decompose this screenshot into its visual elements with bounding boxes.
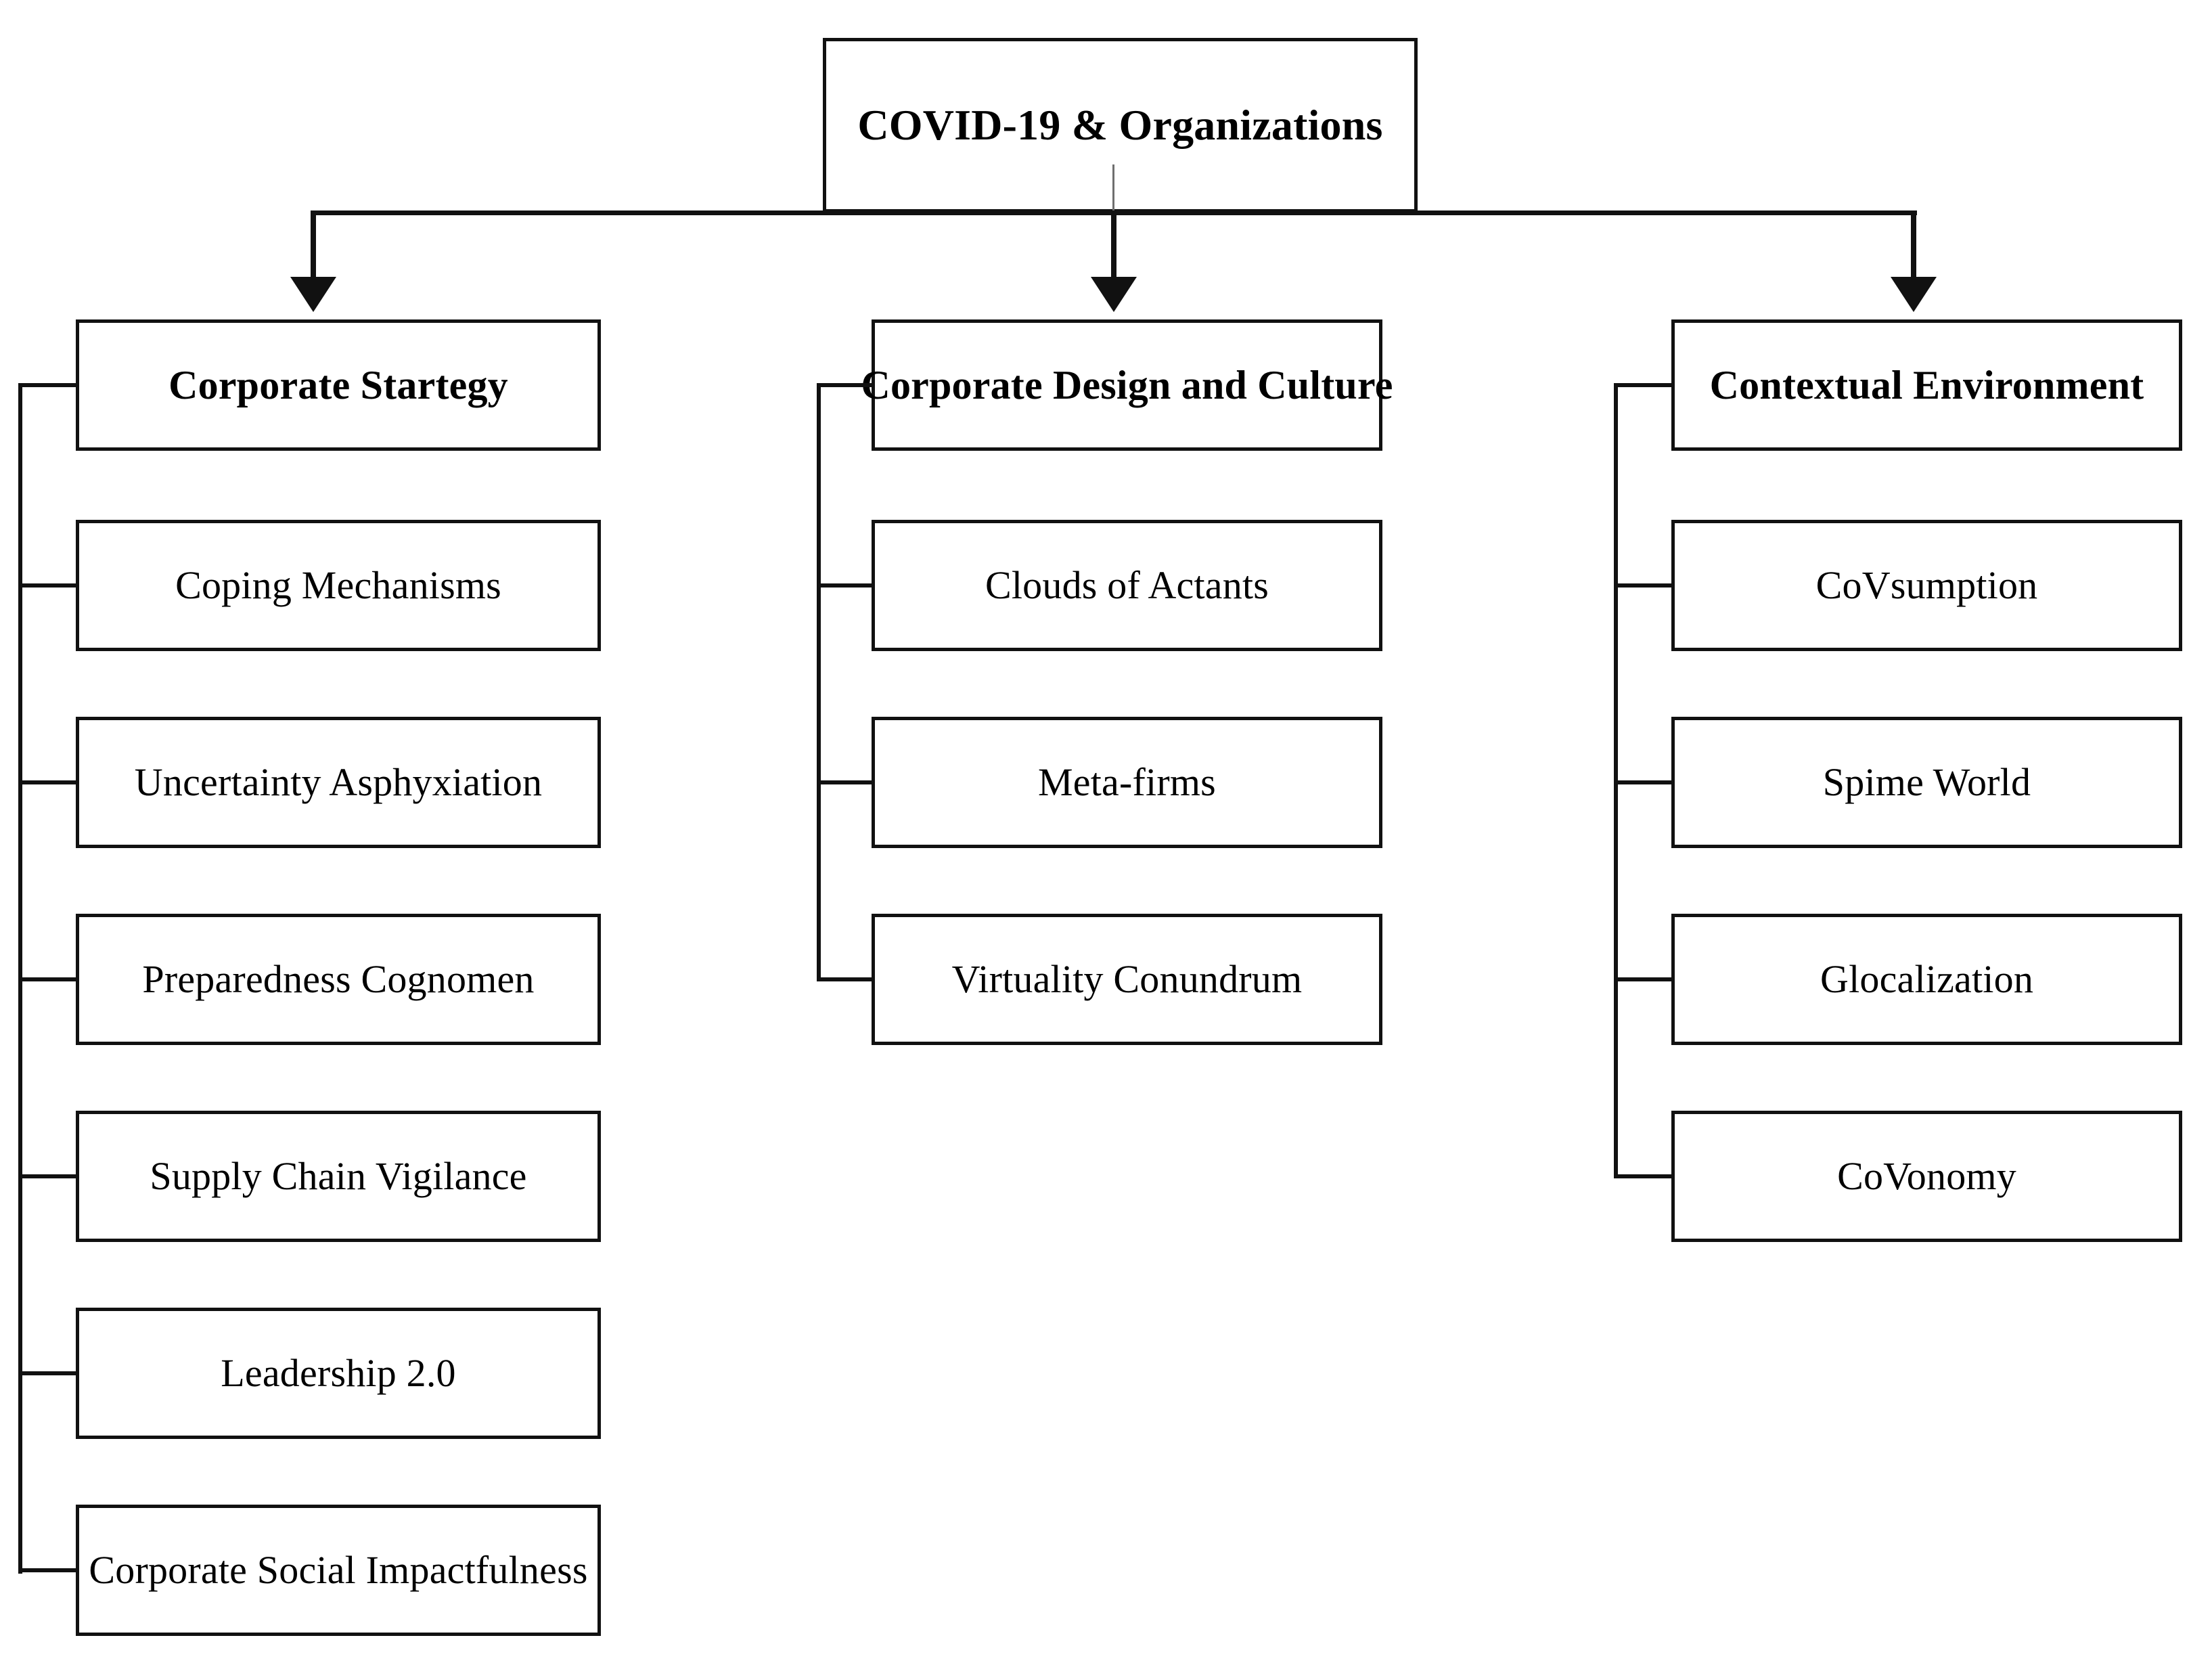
branch-stub-1-6 — [18, 1568, 78, 1572]
branch-stub-2-2 — [817, 780, 874, 784]
branch-spine-2 — [817, 385, 821, 981]
leaf-node-label: Meta-firms — [1038, 759, 1216, 804]
leaf-node-label: Virtuality Conundrum — [951, 956, 1303, 1001]
leaf-node-label: Clouds of Actants — [985, 562, 1269, 607]
branch-stub-1-1 — [18, 583, 78, 587]
branch-stub-3-2 — [1614, 780, 1674, 784]
leaf-node-preparedness-cognomen[interactable]: Preparedness Cognomen — [76, 914, 601, 1045]
branch-stub-2-1 — [817, 583, 874, 587]
connector-line-branch-3 — [1911, 210, 1916, 281]
arrow-head-branch-3 — [1891, 277, 1937, 312]
leaf-node-glocalization[interactable]: Glocalization — [1671, 914, 2182, 1045]
root-node-label: COVID-19 & Organizations — [857, 101, 1383, 150]
branch-stub-3-0 — [1614, 383, 1674, 387]
branch-header-3[interactable]: Contextual Environment — [1671, 319, 2182, 451]
branch-stub-3-1 — [1614, 583, 1674, 587]
branch-stub-1-4 — [18, 1174, 78, 1178]
leaf-node-spime-world[interactable]: Spime World — [1671, 717, 2182, 848]
branch-header-2-label: Corporate Design and Culture — [861, 362, 1393, 407]
branch-header-1[interactable]: Corporate Startegy — [76, 319, 601, 451]
leaf-node-meta-firms[interactable]: Meta-firms — [872, 717, 1382, 848]
branch-header-2[interactable]: Corporate Design and Culture — [861, 319, 1393, 451]
connector-line-branch-1 — [311, 210, 316, 281]
leaf-node-label: Leadership 2.0 — [221, 1350, 456, 1395]
branch-stub-2-0 — [817, 383, 874, 387]
branch-stub-2-3 — [817, 977, 874, 981]
arrow-head-branch-1 — [290, 277, 336, 312]
leaf-node-label: CoVonomy — [1837, 1153, 2016, 1198]
branch-stub-1-0 — [18, 383, 78, 387]
leaf-node-label: Glocalization — [1820, 956, 2034, 1001]
leaf-node-label: Corporate Social Impactfulness — [89, 1547, 588, 1592]
leaf-node-virtuality-conundrum[interactable]: Virtuality Conundrum — [872, 914, 1382, 1045]
leaf-node-uncertainty-asphyxiation[interactable]: Uncertainty Asphyxiation — [76, 717, 601, 848]
branch-stub-3-4 — [1614, 1174, 1674, 1178]
leaf-node-coping-mechanisms[interactable]: Coping Mechanisms — [76, 520, 601, 651]
branch-stub-1-3 — [18, 977, 78, 981]
leaf-node-label: Uncertainty Asphyxiation — [134, 759, 543, 804]
branch-stub-1-2 — [18, 780, 78, 784]
leaf-node-covonomy[interactable]: CoVonomy — [1671, 1111, 2182, 1242]
branch-header-3-label: Contextual Environment — [1709, 362, 2144, 407]
leaf-node-supply-chain-vigilance[interactable]: Supply Chain Vigilance — [76, 1111, 601, 1242]
leaf-node-label: Supply Chain Vigilance — [150, 1153, 527, 1198]
leaf-node-corporate-social-impactfulness[interactable]: Corporate Social Impactfulness — [76, 1505, 601, 1636]
leaf-node-label: CoVsumption — [1815, 562, 2038, 607]
root-inner-stem — [1112, 164, 1114, 213]
leaf-node-label: Preparedness Cognomen — [142, 956, 535, 1001]
leaf-node-covsumption[interactable]: CoVsumption — [1671, 520, 2182, 651]
branch-stub-3-3 — [1614, 977, 1674, 981]
branch-stub-1-5 — [18, 1371, 78, 1375]
branch-header-1-label: Corporate Startegy — [168, 362, 508, 407]
connector-line-branch-2 — [1111, 210, 1116, 281]
arrow-head-branch-2 — [1091, 277, 1137, 312]
root-node-covid19-organizations[interactable]: COVID-19 & Organizations — [823, 38, 1418, 213]
leaf-node-leadership-2-0[interactable]: Leadership 2.0 — [76, 1308, 601, 1439]
leaf-node-label: Spime World — [1822, 759, 2031, 804]
leaf-node-label: Coping Mechanisms — [175, 562, 501, 607]
leaf-node-clouds-of-actants[interactable]: Clouds of Actants — [872, 520, 1382, 651]
